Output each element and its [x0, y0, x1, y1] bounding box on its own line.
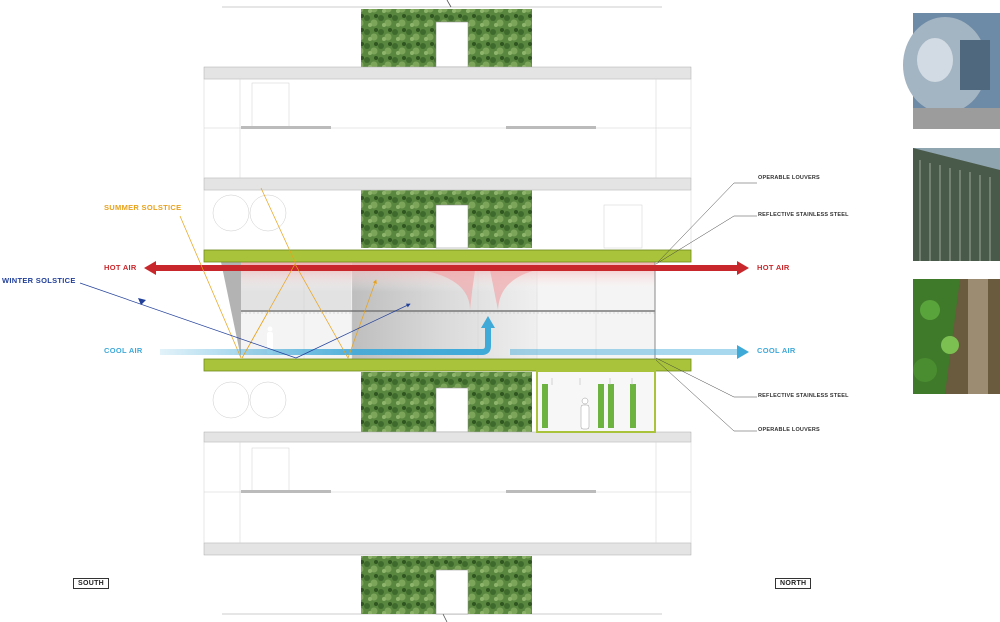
vertical-farm-room: [536, 370, 656, 433]
south-label: SOUTH: [73, 578, 109, 589]
green-slab-upper: [203, 249, 692, 263]
reflective-steel-top-label: REFLECTIVE STAINLESS STEEL: [758, 212, 849, 218]
winter-solstice-label: WINTER SOLSTICE: [2, 276, 76, 285]
hot-air-right-label: HOT AIR: [757, 263, 790, 272]
green-slab-lower: [203, 358, 692, 372]
cool-air-arrow: [160, 316, 749, 359]
operable-louvers-top-label: OPERABLE LOUVERS: [758, 175, 820, 181]
summer-solstice-label: SUMMER SOLSTICE: [104, 203, 182, 212]
green-planter-photo: [913, 279, 1000, 394]
mirror-sculpture-photo: [903, 13, 1000, 129]
operable-louvers-bottom-label: OPERABLE LOUVERS: [758, 427, 820, 433]
cool-air-right-label: COOL AIR: [757, 346, 796, 355]
north-label: NORTH: [775, 578, 812, 589]
reflective-steel-bottom-label: REFLECTIVE STAINLESS STEEL: [758, 393, 849, 399]
person-silhouette-farm: [580, 397, 590, 430]
hot-air-arrow: [144, 261, 749, 275]
south-shading-fin: [221, 262, 241, 358]
winter-solstice-ray: [79, 282, 411, 359]
summer-solstice-rays: [179, 187, 377, 359]
louvered-facade-photo: [913, 148, 1000, 261]
hot-air-left-label: HOT AIR: [104, 263, 137, 272]
cool-air-left-label: COOL AIR: [104, 346, 143, 355]
